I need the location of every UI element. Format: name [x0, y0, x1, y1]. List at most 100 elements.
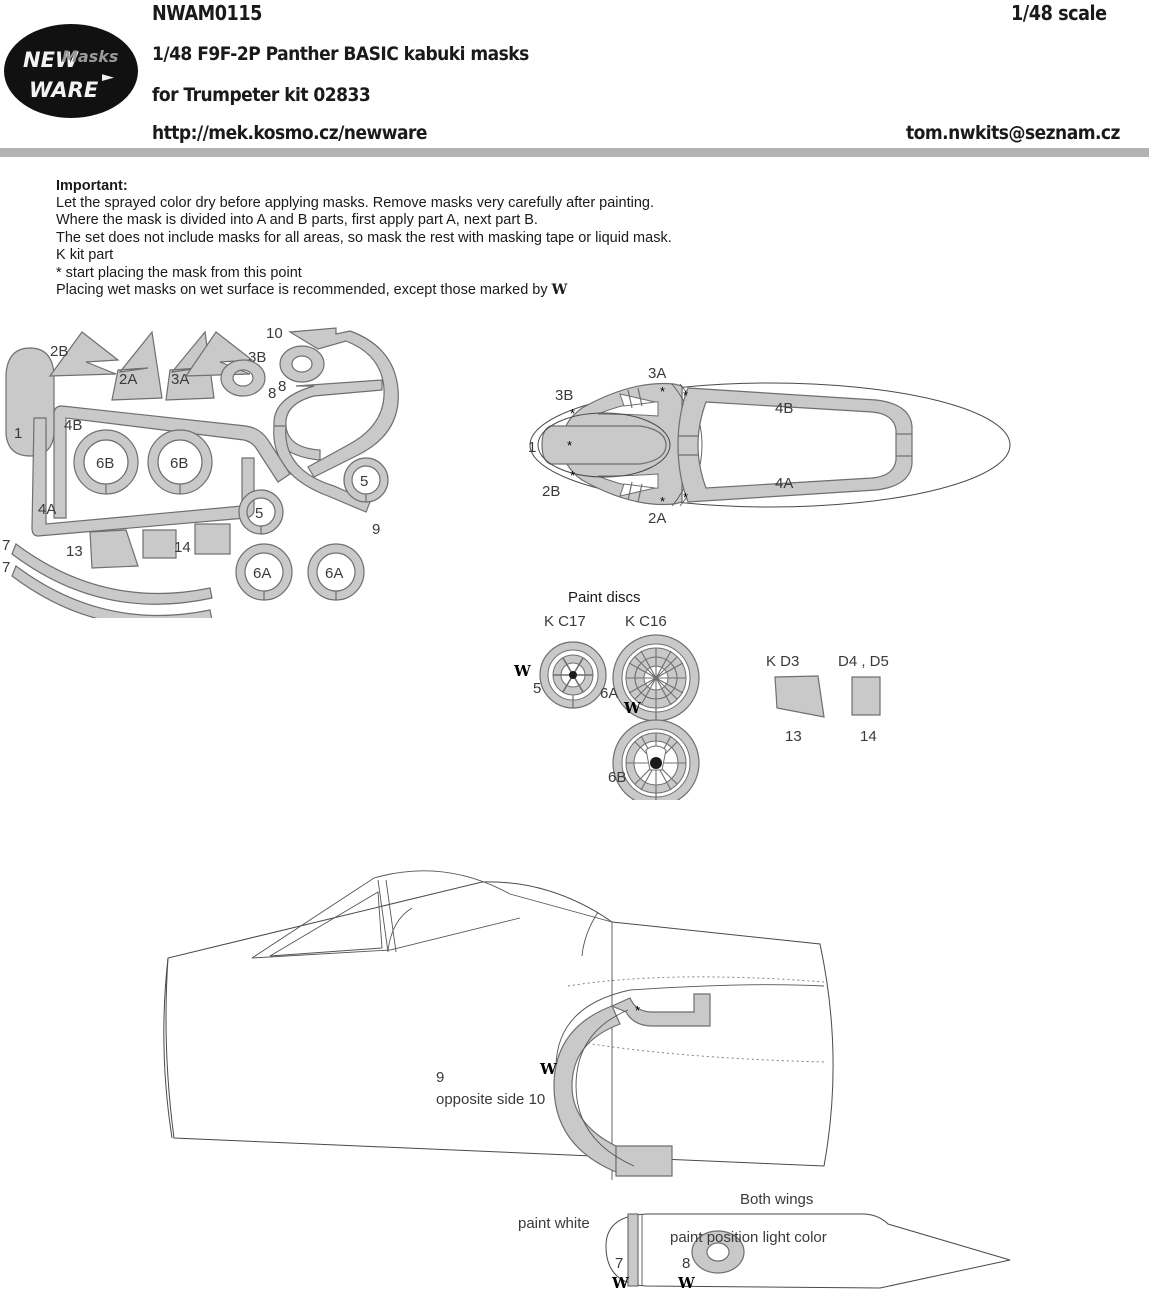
mask-part-9-tail: [273, 425, 371, 513]
label-part-9: 9: [372, 521, 380, 538]
paint-discs-title: Paint discs: [568, 589, 641, 606]
product-code: NWAM0115: [152, 1, 262, 25]
kit-part-c16-label: K C16: [625, 613, 667, 630]
mask-part-10: [288, 327, 399, 478]
logo-text-new: NEW: [23, 48, 79, 72]
brand-logo: NEW Masks WARE: [4, 24, 138, 118]
mask-part-6B-b: 6B: [147, 429, 213, 495]
mask-part-2B: [48, 331, 120, 377]
wing-wet-marker-8: W: [677, 1274, 696, 1292]
label-part-4B: 4B: [64, 417, 82, 434]
paint-disc-5: W 5: [513, 641, 607, 709]
paint-position-light-label: paint position light color: [670, 1229, 827, 1246]
canopy-label-1: 1: [528, 439, 536, 456]
kit-subtitle: for Trumpeter kit 02833: [152, 84, 371, 106]
label-part-7-b: 7: [2, 559, 10, 576]
canopy-label-2B: 2B: [542, 483, 560, 500]
paint-disc-14: D4 , D5 14: [838, 653, 889, 745]
canopy-label-3B: 3B: [555, 387, 573, 404]
logo-oval-shape: [4, 24, 138, 118]
label-part-5-b: 5: [360, 473, 368, 490]
kit-part-c17-label: K C17: [544, 613, 586, 630]
logo-text-ware: WARE: [29, 78, 99, 102]
header-divider: [0, 148, 1149, 157]
mask-part-6A-a: 6A: [235, 543, 293, 601]
wet-marker-disc-5: W: [513, 662, 532, 680]
intake-part-number: 9: [436, 1069, 444, 1086]
paint-discs-section: Paint discs K C17 K C16 W 5 6A: [513, 589, 889, 800]
start-mark-part-1: *: [567, 438, 572, 453]
wing-wet-marker-7: W: [611, 1274, 630, 1292]
mask-part-5-a: 5: [238, 489, 284, 535]
intake-mask-9-tail: [615, 1145, 673, 1177]
important-line-2: Where the mask is divided into A and B p…: [56, 212, 538, 229]
important-heading: Important:: [56, 178, 128, 194]
start-mark-3B: *: [570, 406, 575, 421]
mask-part-6A-b: 6A: [307, 543, 365, 601]
wing-label-8: 8: [682, 1255, 690, 1272]
paint-disc-6A: 6A: [600, 634, 700, 722]
start-mark-3A: *: [660, 384, 665, 399]
label-part-6B-b: 6B: [170, 455, 188, 472]
mask-part-2A: [111, 330, 163, 401]
start-mark-2B: *: [570, 468, 575, 483]
mask-part-14-a: [142, 529, 177, 559]
fuselage-side-view-diagram: * W 9 opposite side 10: [163, 870, 834, 1180]
mask-part-7-a: [11, 543, 213, 605]
mask-part-5-b: 5: [343, 457, 389, 503]
mask-part-8-a: [220, 359, 266, 397]
page-header: NEW Masks WARE NWAM0115 1/48 scale 1/48 …: [0, 0, 1149, 160]
product-title: 1/48 F9F-2P Panther BASIC kabuki masks: [152, 43, 529, 65]
canopy-label-4A: 4A: [775, 475, 793, 492]
wet-marker-icon: W: [551, 282, 568, 299]
start-mark-4A: *: [683, 490, 688, 505]
intake-opposite-note: opposite side 10: [436, 1091, 545, 1108]
label-part-6B-a: 6B: [96, 455, 114, 472]
both-wings-label: Both wings: [740, 1191, 813, 1208]
canopy-top-view-diagram: * * * * * * * 3B 3A 1 2B 2A 4B 4A: [528, 365, 1011, 527]
label-part-2A: 2A: [119, 371, 137, 388]
kit-part-d3-label: K D3: [766, 653, 799, 670]
mask-part-4B: [53, 405, 291, 519]
label-part-10: 10: [266, 325, 283, 342]
intake-mask-9: [610, 993, 711, 1027]
label-part-6A-b: 6A: [325, 565, 343, 582]
website-url[interactable]: http://mek.kosmo.cz/newware: [152, 122, 428, 144]
mask-part-9: [273, 379, 383, 461]
label-part-14: 14: [174, 539, 191, 556]
canopy-part-1-panel: [541, 425, 667, 465]
wet-line-text: Placing wet masks on wet surface is reco…: [56, 282, 552, 299]
label-part-14-disc: 14: [860, 728, 877, 745]
important-line-3: The set does not include masks for all a…: [56, 229, 672, 246]
mask-sheet-layout: 1 2B 2A 3A 3B 8 8 10 9 4B 4A 6B 6B 5: [2, 325, 399, 618]
start-mark-2A: *: [660, 494, 665, 509]
contact-email[interactable]: tom.nwkits@seznam.cz: [906, 122, 1120, 144]
label-part-8-a: 8: [268, 385, 276, 402]
label-part-3A: 3A: [171, 371, 189, 388]
label-part-13-disc: 13: [785, 728, 802, 745]
label-part-1: 1: [14, 425, 22, 442]
intake-start-mark: *: [635, 1003, 640, 1018]
paint-white-label: paint white: [518, 1215, 590, 1232]
paint-disc-13: K D3 13: [766, 653, 825, 745]
label-part-6A-a: 6A: [253, 565, 271, 582]
intake-mask-9-curve: [553, 1005, 621, 1173]
intake-wet-marker: W: [539, 1060, 558, 1078]
important-wet-line: Placing wet masks on wet surface is reco…: [56, 282, 856, 299]
paint-disc-6B: W 6B: [608, 699, 700, 800]
wing-tip-diagram: Both wings paint white paint position li…: [518, 1191, 1011, 1292]
mask-part-13: [89, 529, 139, 569]
kit-part-d4d5-label: D4 , D5: [838, 653, 889, 670]
mask-part-14-b: [194, 523, 231, 555]
wing-mask-7: [627, 1213, 639, 1287]
label-disc-6B: 6B: [608, 769, 626, 786]
important-notes: Important: Let the sprayed color dry bef…: [56, 178, 856, 299]
logo-text-masks: Masks: [62, 47, 119, 66]
canopy-label-3A: 3A: [648, 365, 666, 382]
mask-part-7-b: [11, 565, 213, 618]
important-line-5: * start placing the mask from this point: [56, 264, 302, 281]
label-part-7-a: 7: [2, 537, 10, 554]
scale-label: 1/48 scale: [1011, 1, 1107, 25]
important-line-1: Let the sprayed color dry before applyin…: [56, 195, 654, 211]
label-part-4A: 4A: [38, 501, 56, 518]
